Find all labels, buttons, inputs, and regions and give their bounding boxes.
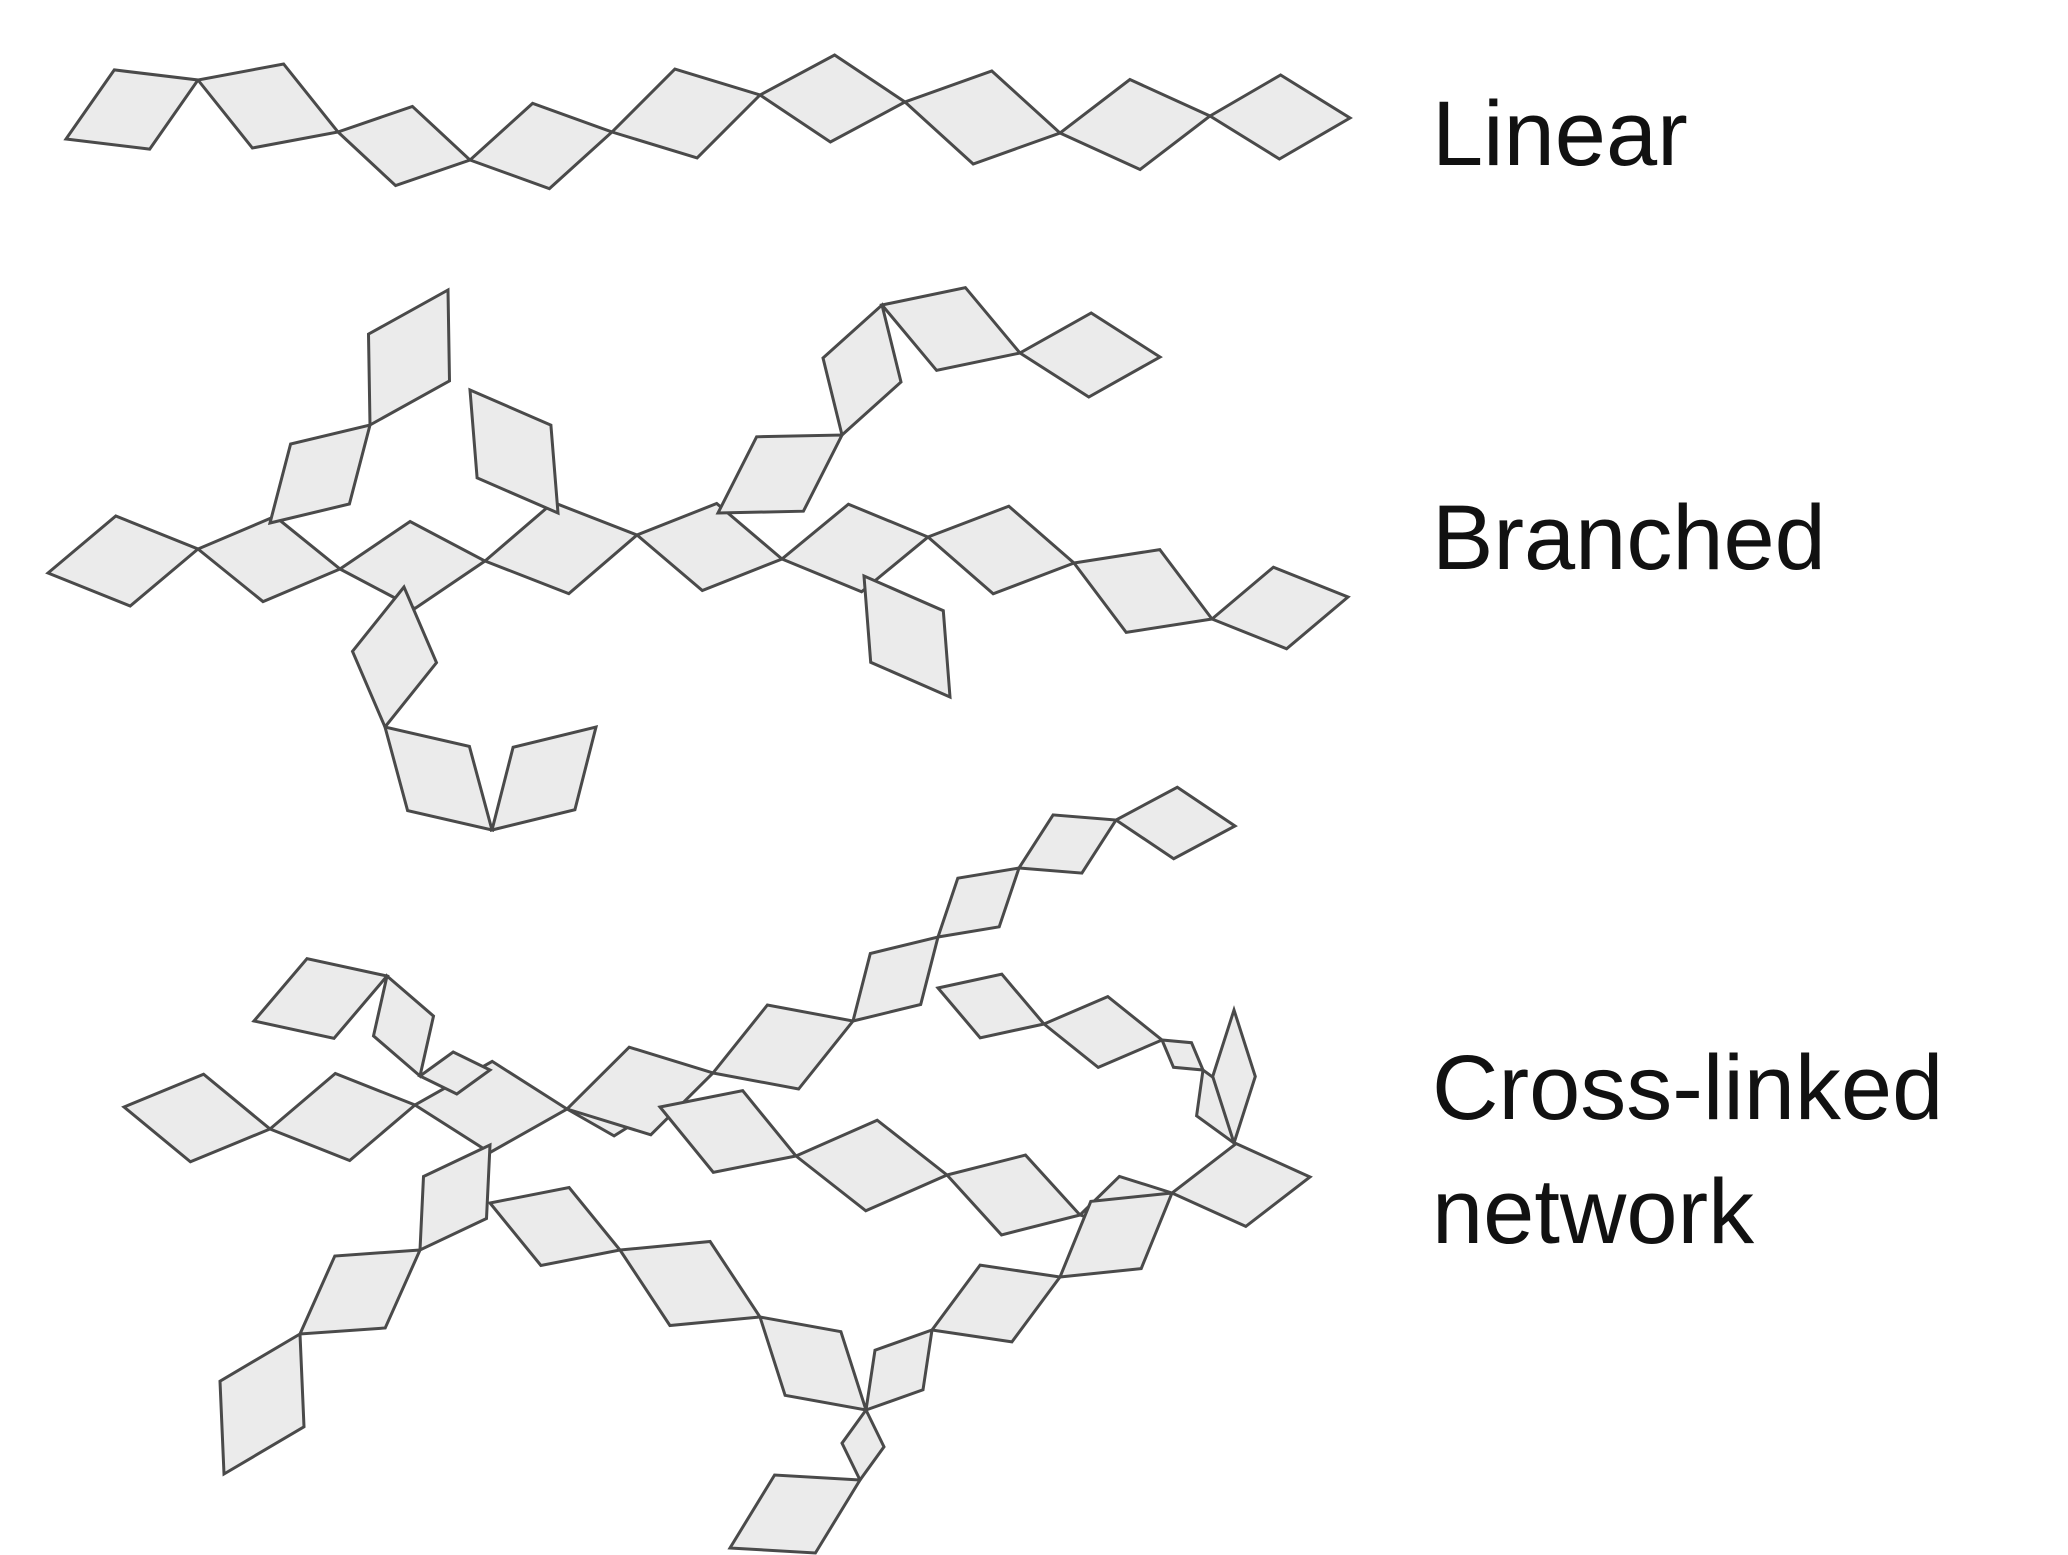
label-branched: Branched [1432,487,1826,589]
monomer-unit [350,584,439,730]
label-linear: Linear [1432,83,1688,185]
monomer-unit [757,53,908,144]
monomer-unit [944,1153,1083,1237]
monomer-unit [1169,1141,1313,1229]
monomer-unit [850,934,941,1024]
monomer-unit [297,1248,423,1336]
monomer-unit [371,973,436,1079]
monomer-unit [657,1089,799,1174]
monomer-unit [879,285,1023,373]
monomer-unit [925,504,1077,596]
monomer-unit [902,69,1063,166]
monomer-unit [634,501,785,593]
monomer-unit [63,68,201,151]
cross-linked-network-polymer [121,785,1313,1555]
monomer-unit [1041,994,1165,1070]
monomer-unit [1057,77,1213,172]
monomer-unit [1159,1038,1206,1072]
monomer-unit [821,302,903,438]
monomer-unit [1057,1191,1175,1279]
monomer-unit [195,514,343,604]
monomer-unit [1207,73,1353,161]
monomer-unit [864,1327,934,1413]
monomer-unit [617,1239,763,1328]
monomer-unit [757,1315,869,1412]
monomer-unit [487,1185,623,1268]
monomer-unit [417,1050,493,1096]
label-cross-linked: Cross-linked [1432,1037,1944,1139]
monomer-unit [45,514,201,608]
monomer-unit [710,1003,856,1091]
monomer-unit [1017,311,1163,399]
monomer-unit [251,956,390,1041]
monomer-unit [267,422,373,526]
monomer-unit [382,724,495,833]
monomer-unit [779,502,931,594]
monomer-unit [935,866,1022,939]
monomer-unit [1211,1005,1257,1148]
monomer-unit [727,1473,863,1555]
monomer-unit [715,433,845,515]
monomer-unit [840,1407,886,1483]
monomer-unit [418,1142,492,1253]
monomer-unit [609,67,763,160]
monomer-unit [489,724,599,833]
monomer-unit [929,1263,1063,1344]
monomer-unit [1071,547,1215,635]
monomer-unit [1016,813,1119,875]
branched-polymer [45,285,1351,833]
monomer-unit [218,1331,306,1477]
monomer-unit [935,972,1047,1040]
monomer-unit [1113,785,1238,861]
monomer-unit [335,104,473,188]
monomer-unit [862,573,952,700]
monomer-unit [793,1118,950,1213]
monomer-unit [267,1071,418,1163]
monomer-unit [121,1072,273,1164]
monomer-unit [337,519,488,611]
monomer-unit [468,387,560,516]
monomer-unit [482,500,640,596]
monomer-unit [366,287,452,428]
linear-polymer-chain [63,53,1353,191]
monomer-unit [195,62,341,150]
label-network: network [1432,1161,1755,1263]
monomer-unit [467,101,615,191]
monomer-unit [1209,565,1351,651]
